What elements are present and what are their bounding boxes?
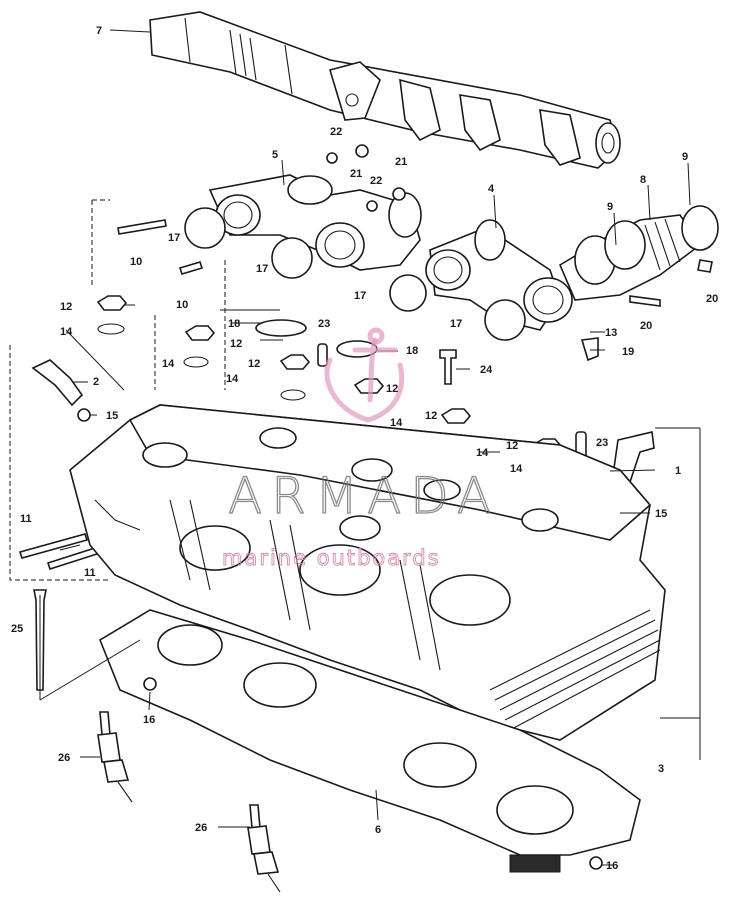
watermark-brand: ARMADA <box>228 467 500 525</box>
callout-14: 14 <box>476 447 489 459</box>
callout-12: 12 <box>60 301 72 313</box>
callout-6: 6 <box>375 824 381 836</box>
callout-20: 20 <box>640 320 652 332</box>
callout-10: 10 <box>176 299 188 311</box>
callout-20: 20 <box>706 293 718 305</box>
callout-12: 12 <box>506 440 518 452</box>
callout-22: 22 <box>370 175 382 187</box>
o-ring <box>389 274 427 312</box>
camshaft <box>149 11 621 169</box>
callout-12: 12 <box>425 410 437 422</box>
leader-lines <box>39 29 701 866</box>
watermark-tagline: marine outboards <box>222 546 441 570</box>
dowel-ring <box>143 677 157 691</box>
callout-15: 15 <box>106 410 118 422</box>
callout-9: 9 <box>682 151 688 163</box>
callout-7: 7 <box>96 25 102 37</box>
callout-21: 21 <box>395 156 407 168</box>
head-gasket <box>99 609 641 873</box>
callout-11: 11 <box>20 513 32 525</box>
callout-17: 17 <box>450 318 462 330</box>
intake-manifold-middle <box>425 219 573 331</box>
callout-16: 16 <box>143 714 155 726</box>
callout-3: 3 <box>658 763 664 775</box>
o-ring <box>271 237 313 279</box>
callout-15: 15 <box>655 508 667 520</box>
callout-9: 9 <box>607 201 613 213</box>
callout-10: 10 <box>130 256 142 268</box>
callout-8: 8 <box>640 174 646 186</box>
o-ring <box>484 299 526 341</box>
callout-25: 25 <box>11 623 23 635</box>
dowel-ring <box>589 856 603 870</box>
callout-14: 14 <box>162 358 175 370</box>
watermark: ARMADA marine outboards <box>222 327 500 570</box>
callout-2: 2 <box>93 376 99 388</box>
o-ring <box>184 207 226 249</box>
callout-5: 5 <box>272 149 278 161</box>
callout-18: 18 <box>228 318 240 330</box>
callout-14: 14 <box>510 463 523 475</box>
callout-23: 23 <box>318 318 330 330</box>
callout-19: 19 <box>622 346 634 358</box>
spark-plug <box>97 711 133 803</box>
callout-24: 24 <box>480 364 493 376</box>
callout-14: 14 <box>390 417 403 429</box>
cylinder-head <box>69 404 666 741</box>
intake-manifold-left <box>208 174 422 271</box>
callout-11: 11 <box>84 567 96 579</box>
callout-14: 14 <box>226 373 239 385</box>
callout-4: 4 <box>488 183 495 195</box>
intake-manifold-right <box>558 205 719 301</box>
callout-26: 26 <box>58 752 70 764</box>
callout-1: 1 <box>675 465 681 477</box>
callout-12: 12 <box>248 358 260 370</box>
callout-22: 22 <box>330 126 342 138</box>
callout-12: 12 <box>386 383 398 395</box>
callout-13: 13 <box>605 327 617 339</box>
callout-12: 12 <box>230 338 242 350</box>
callout-14: 14 <box>60 326 73 338</box>
callout-23: 23 <box>596 437 608 449</box>
callout-18: 18 <box>406 345 418 357</box>
callout-17: 17 <box>168 232 180 244</box>
spark-plug <box>247 804 281 893</box>
callout-21: 21 <box>350 168 362 180</box>
callouts: 7 5 22 21 21 22 9 8 9 4 17 17 17 17 10 1… <box>11 25 718 872</box>
callout-17: 17 <box>256 263 268 275</box>
callout-16: 16 <box>606 860 618 872</box>
callout-26: 26 <box>195 822 207 834</box>
callout-17: 17 <box>354 290 366 302</box>
group-brackets <box>9 199 226 581</box>
